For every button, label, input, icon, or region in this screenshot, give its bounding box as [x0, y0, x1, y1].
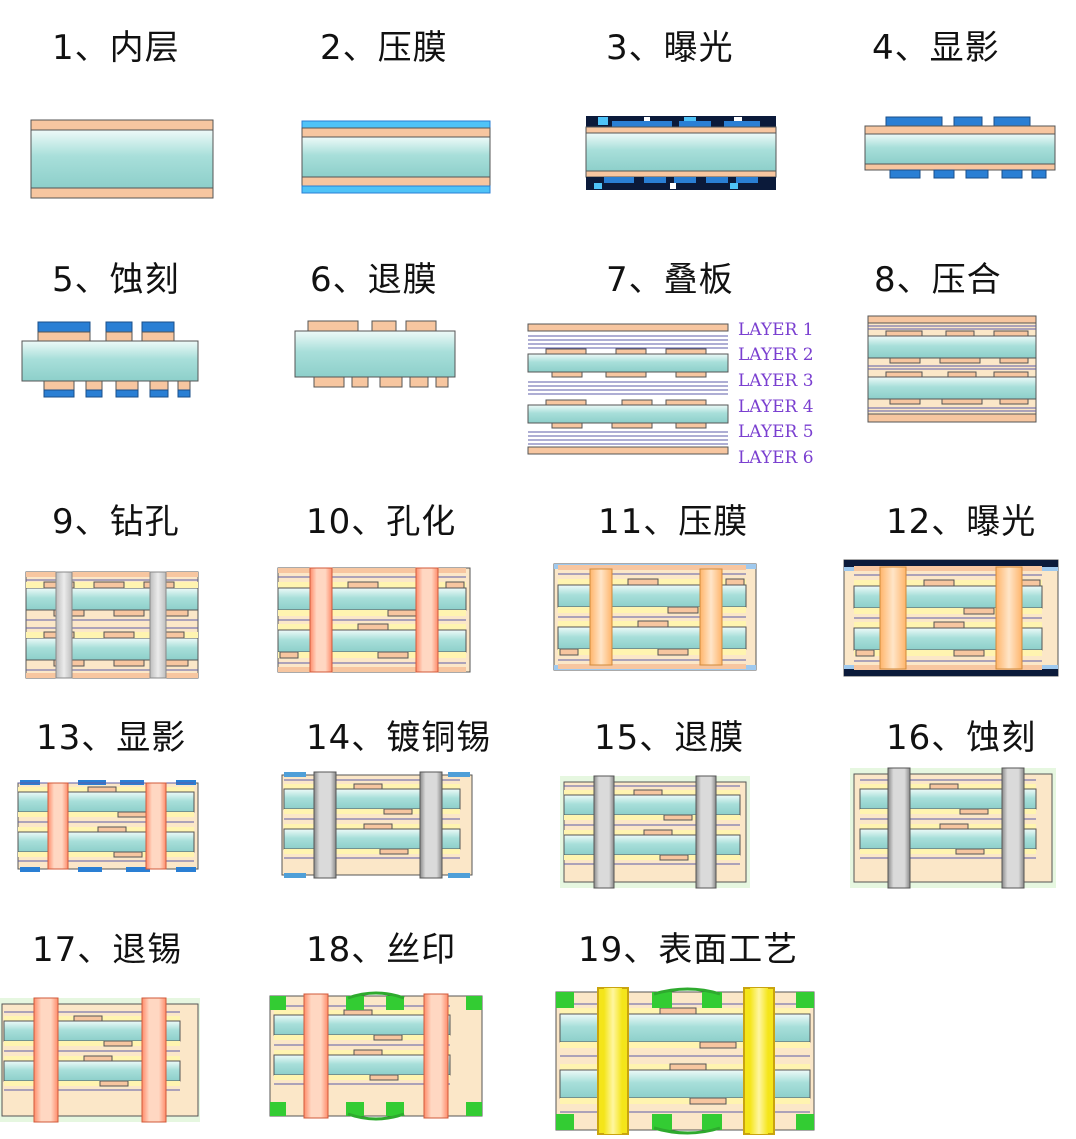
- layer-label-5: LAYER 5: [738, 422, 814, 442]
- exposure-2-diagram: [843, 559, 1059, 677]
- develop-2-diagram: [17, 780, 199, 872]
- step-title: 3、曝光: [606, 28, 734, 68]
- strip-film-diagram: [294, 320, 456, 388]
- step-title: 7、叠板: [606, 260, 734, 300]
- layer-label-4: LAYER 4: [738, 397, 814, 417]
- develop-diagram: [864, 116, 1056, 179]
- layer-label-3: LAYER 3: [738, 371, 814, 391]
- step-title: 10、孔化: [306, 502, 457, 542]
- etch-2-diagram: [850, 767, 1056, 889]
- exposure-diagram: [585, 116, 777, 190]
- step-title: 14、镀铜锡: [306, 718, 492, 758]
- step-title: 18、丝印: [306, 930, 457, 970]
- step-title: 15、退膜: [594, 718, 745, 758]
- step-title: 11、压膜: [598, 502, 749, 542]
- surface-finish-diagram: [555, 987, 815, 1135]
- step-title: 17、退锡: [32, 930, 183, 970]
- step-title: 4、显影: [872, 28, 1000, 68]
- drill-diagram: [25, 571, 199, 679]
- hole-metallization-diagram: [277, 567, 471, 673]
- step-title: 8、压合: [874, 260, 1002, 300]
- film-lamination-diagram: [301, 120, 491, 194]
- step-title: 19、表面工艺: [578, 930, 799, 970]
- step-title: 13、显影: [36, 718, 187, 758]
- step-title: 16、蚀刻: [886, 718, 1037, 758]
- layer-label-1: LAYER 1: [738, 320, 814, 340]
- step-title: 1、内层: [52, 28, 180, 68]
- layer-label-6: LAYER 6: [738, 448, 814, 468]
- step-title: 2、压膜: [320, 28, 448, 68]
- strip-film-2-diagram: [560, 775, 750, 889]
- step-title: 5、蚀刻: [52, 260, 180, 300]
- copper-tin-plating-diagram: [281, 771, 473, 879]
- step-title: 9、钻孔: [52, 502, 180, 542]
- step-title: 12、曝光: [886, 502, 1037, 542]
- step-title: 6、退膜: [310, 260, 438, 300]
- press-diagram: [867, 315, 1037, 423]
- etch-diagram: [21, 321, 199, 398]
- strip-tin-diagram: [0, 997, 200, 1123]
- film-lamination-2-diagram: [553, 563, 757, 671]
- layer-label-2: LAYER 2: [738, 345, 814, 365]
- silkscreen-diagram: [269, 991, 483, 1121]
- inner-layer-diagram: [30, 119, 214, 199]
- layup-diagram: [527, 323, 729, 455]
